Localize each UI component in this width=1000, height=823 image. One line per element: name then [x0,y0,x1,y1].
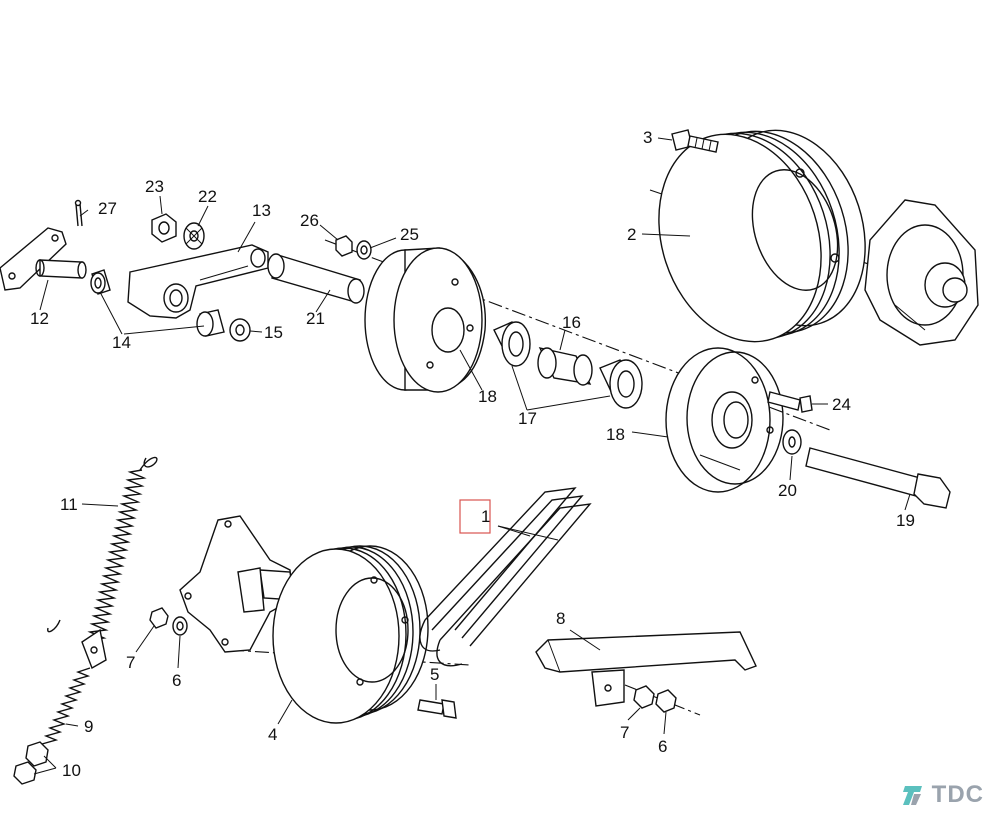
bushing-14b [196,309,225,337]
washer-15 [229,318,251,342]
part-labels: 3 2 27 23 22 13 26 25 16 12 14 15 21 18 … [30,128,915,780]
hub-flange [864,199,979,346]
label-19: 19 [896,511,915,530]
label-22: 22 [198,187,217,206]
label-6-left: 6 [172,671,181,690]
bearing-17a [493,321,531,367]
highlight-box [459,499,491,534]
nut-23 [151,213,177,243]
label-23: 23 [145,177,164,196]
leader-lines [33,137,911,775]
nut-26 [335,235,353,257]
label-20: 20 [778,481,797,500]
pulley-half-18-right [665,347,784,493]
arm-13 [127,244,269,319]
nut-6-right [655,689,677,713]
washer-25 [356,240,372,260]
label-18-right: 18 [606,425,625,444]
tdc-logo: TDC [900,781,984,809]
belts-1 [419,487,592,667]
label-10: 10 [62,761,81,780]
label-24: 24 [832,395,851,414]
spacer-16 [537,347,593,386]
label-12: 12 [30,309,49,328]
nut-7-left [149,607,169,629]
gearbox-bracket [179,515,295,653]
pulley-4 [272,545,429,724]
label-7-right: 7 [620,723,629,742]
label-3: 3 [643,128,652,147]
washer-22 [183,222,205,250]
bolt-5 [417,699,457,719]
pulley-half-18-left [364,247,487,393]
label-1: 1 [481,507,490,526]
nut-7-right [633,685,655,709]
label-4: 4 [268,725,277,744]
pulley-large [658,129,866,343]
rod-9 [41,628,107,745]
washer-20 [782,429,802,455]
label-13: 13 [252,201,271,220]
bearing-17b [599,359,643,409]
label-14: 14 [112,333,131,352]
spring-11 [47,456,158,645]
label-11: 11 [60,495,78,514]
label-8: 8 [556,609,565,628]
label-5: 5 [430,665,439,684]
label-25: 25 [400,225,419,244]
bolt-3 [671,129,719,153]
label-16: 16 [562,313,581,332]
bushing-14a [90,269,111,295]
label-18-left: 18 [478,387,497,406]
label-15: 15 [264,323,283,342]
label-6-right: 6 [658,737,667,756]
label-27: 27 [98,199,117,218]
label-9: 9 [84,717,93,736]
logo-text: TDC [931,781,984,808]
guard-8 [535,631,757,707]
washer-6-left [172,616,188,636]
label-7-left: 7 [126,653,135,672]
nuts-10 [13,741,49,785]
label-26: 26 [300,211,319,230]
label-17: 17 [518,409,537,428]
bolt-24 [767,391,813,413]
bolt-19 [805,447,951,509]
tdc-logo-icon [902,786,922,805]
label-2: 2 [627,225,636,244]
shaft-21 [267,253,365,304]
pin-27 [74,199,83,227]
label-21: 21 [306,309,325,328]
bracket-12 [0,227,87,291]
